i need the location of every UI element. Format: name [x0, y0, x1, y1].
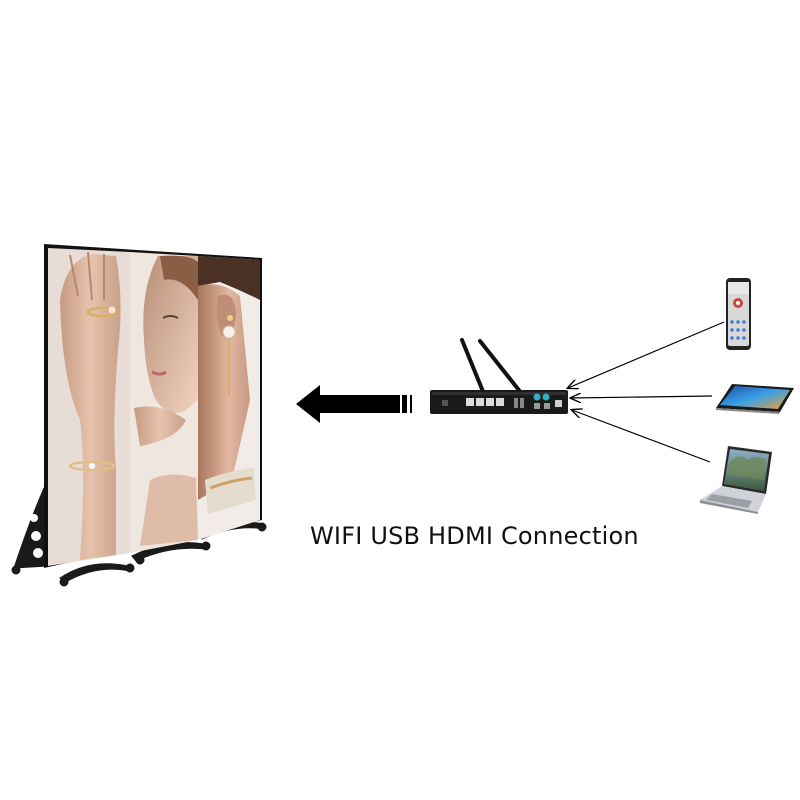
smartphone	[726, 278, 751, 350]
display-panel-face	[130, 252, 198, 553]
source-arrows	[568, 321, 725, 463]
tablet	[716, 384, 794, 414]
ethernet-ports	[466, 398, 504, 406]
display-panel-hand	[48, 248, 130, 566]
media-player-box	[430, 338, 568, 414]
led-poster-display	[11, 244, 267, 587]
laptop	[700, 446, 772, 514]
flow-arrow	[296, 385, 412, 423]
connection-caption: WIFI USB HDMI Connection	[310, 522, 639, 550]
display-panel-earring	[198, 256, 260, 540]
